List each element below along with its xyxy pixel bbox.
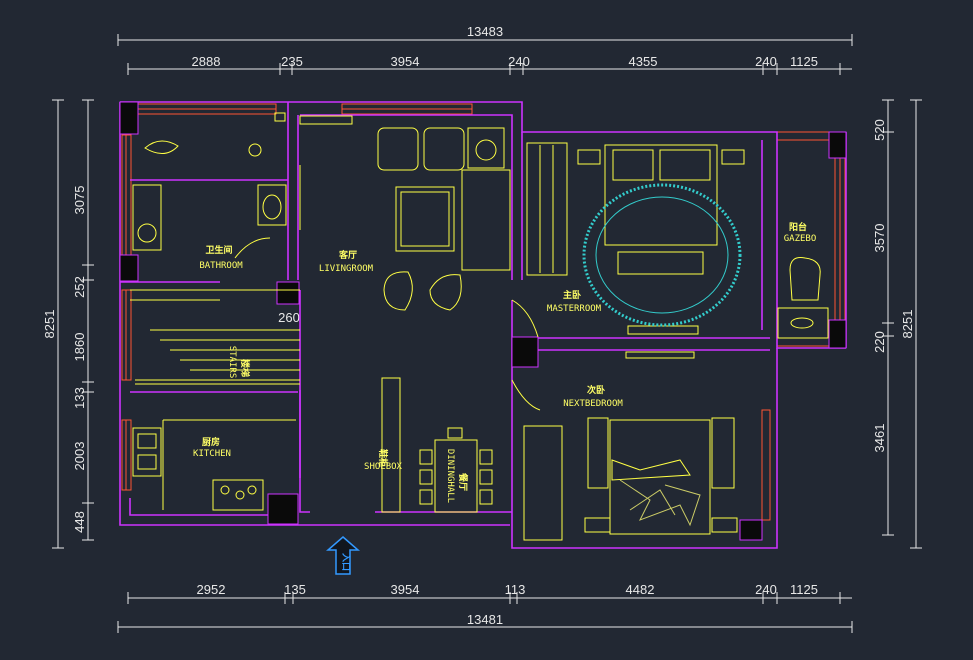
masterroom-label: MASTERROOM [547, 304, 602, 314]
dim-left-overall: 8251 [42, 310, 57, 339]
dim-top-7: 1125 [790, 54, 818, 69]
bed-pattern [619, 479, 701, 527]
dim-bottom-overall: 13481 [467, 612, 503, 627]
dim-bottom-1: 2952 [197, 582, 226, 597]
dim-right-3: 220 [872, 331, 887, 353]
bathroom-label: BATHROOM [199, 261, 243, 271]
dim-left-5: 2003 [72, 442, 87, 471]
dim-bottom-5: 4482 [626, 582, 655, 597]
dim-left-4: 133 [72, 387, 87, 409]
kitchen-label: KITCHEN [193, 449, 231, 459]
dininghall-label: DININGHALL [445, 449, 455, 503]
dim-right-4: 3461 [872, 424, 887, 453]
entry-arrow-icon[interactable]: 入口 [325, 536, 361, 575]
dimension-lines [52, 34, 922, 633]
dim-left-6: 448 [72, 511, 87, 533]
shoebox-label-cn: 鞋柜 [377, 449, 389, 467]
dim-left-3: 1860 [72, 333, 87, 362]
dim-bottom-3: 3954 [391, 582, 420, 597]
kitchen-label-cn: 厨房 [202, 436, 220, 448]
dim-left-1: 3075 [72, 186, 87, 215]
furniture [130, 112, 829, 541]
nextbedroom-label: NEXTBEDROOM [563, 399, 623, 409]
gazebo-label-cn: 阳台 [789, 221, 807, 233]
dim-top-1: 2888 [192, 54, 221, 69]
dim-right-2: 3570 [872, 224, 887, 253]
dim-right-overall: 8251 [900, 310, 915, 339]
nextbedroom-label-cn: 次卧 [587, 384, 605, 396]
livingroom-label: LIVINGROOM [319, 264, 374, 274]
livingroom-label-cn: 客厅 [338, 249, 357, 261]
shoebox-label: SHOEBOX [364, 462, 403, 472]
room-labels: 卫生间 BATHROOM 客厅 LIVINGROOM 主卧 MASTERROOM… [193, 221, 816, 503]
dim-right-1: 520 [872, 119, 887, 141]
dim-left-2: 252 [72, 276, 87, 298]
dim-top-3: 3954 [391, 54, 420, 69]
master-rug-inner [595, 196, 729, 314]
dim-small-260: 260 [278, 310, 300, 325]
masterroom-label-cn: 主卧 [563, 289, 581, 301]
bathroom-label-cn: 卫生间 [205, 244, 232, 256]
dim-bottom-6: 240 [755, 582, 777, 597]
dim-top-5: 4355 [629, 54, 658, 69]
entry-label: 入口 [340, 552, 351, 571]
columns [119, 101, 847, 541]
gazebo-label: GAZEBO [784, 234, 817, 244]
dim-top-4: 240 [508, 54, 530, 69]
dim-top-2: 235 [281, 54, 303, 69]
dininghall-label-cn: 餐厅 [457, 472, 469, 491]
stairs-label: STAIRS [227, 346, 237, 379]
master-rug [582, 183, 742, 327]
stairs-label-cn: 楼梯 [239, 359, 251, 377]
dim-bottom-7: 1125 [790, 582, 818, 597]
walls [119, 101, 847, 549]
dim-bottom-2: 135 [284, 582, 306, 597]
dim-bottom-4: 113 [505, 582, 526, 597]
dim-top-6: 240 [755, 54, 777, 69]
dim-top-overall: 13483 [467, 24, 503, 39]
